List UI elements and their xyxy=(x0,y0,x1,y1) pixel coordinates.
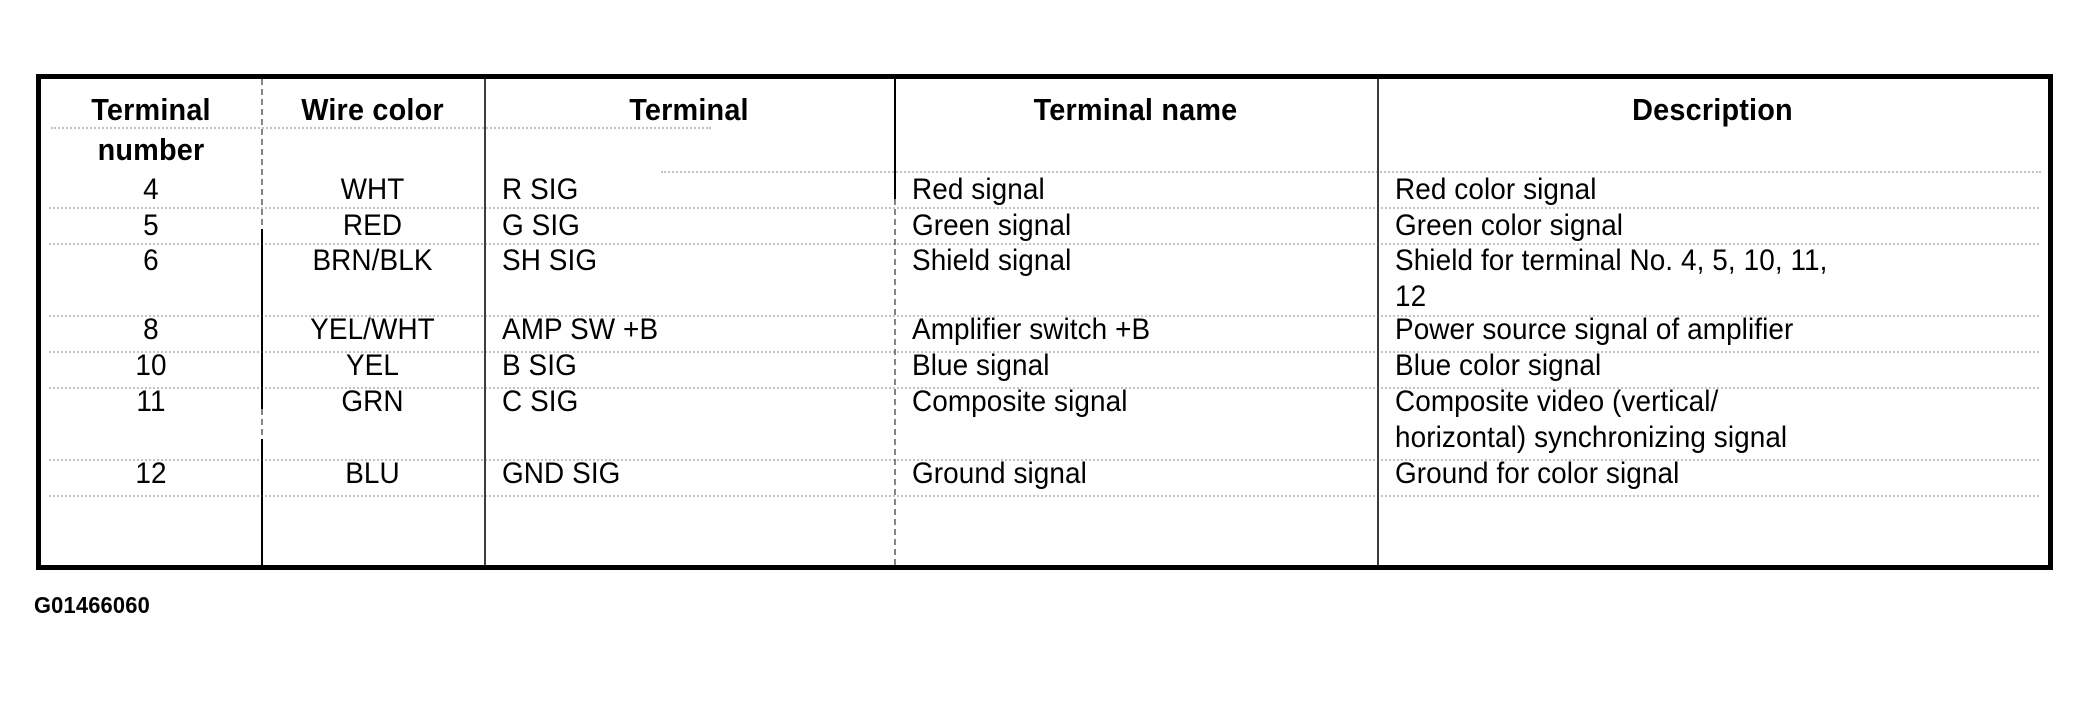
scan-artifact-line xyxy=(49,207,2039,209)
scan-artifact-line xyxy=(661,171,2041,173)
terminal-wiring-table: Terminal number Wire color Terminal Term… xyxy=(36,74,2053,570)
table-row: 4 xyxy=(143,173,159,206)
column-divider-3 xyxy=(894,79,896,565)
table-row: B SIG xyxy=(502,349,577,382)
table-row: 6 xyxy=(143,244,159,277)
column-divider-1-solid-seg-b xyxy=(261,439,263,569)
table-row: SH SIG xyxy=(502,244,598,277)
column-header-terminal-number-line2: number xyxy=(97,132,205,167)
column-header-wire-color: Wire color xyxy=(301,92,444,127)
table-row: RED xyxy=(342,209,403,242)
scan-artifact-line xyxy=(49,243,2039,245)
column-divider-4 xyxy=(1377,79,1379,565)
table-row: GRN xyxy=(341,385,404,418)
column-divider-2 xyxy=(484,79,486,565)
table-row: Ground signal xyxy=(912,457,1087,490)
scan-artifact-line xyxy=(49,315,2039,317)
table-row: R SIG xyxy=(502,173,579,206)
column-header-description: Description xyxy=(1632,92,1793,127)
scan-artifact-line xyxy=(49,459,2039,461)
table-row: Green color signal xyxy=(1395,209,1624,242)
figure-caption: G01466060 xyxy=(34,592,150,618)
table-row: Green signal xyxy=(912,209,1072,242)
table-row: Power source signal of amplifier xyxy=(1395,313,1794,346)
table-row: Red color signal xyxy=(1395,173,1597,206)
table-row: Composite video (vertical/ xyxy=(1395,385,1719,418)
table-row: Amplifier switch +B xyxy=(912,313,1151,346)
table-row: 10 xyxy=(135,349,167,382)
table-row: horizontal) synchronizing signal xyxy=(1395,421,1788,454)
table-row: Composite signal xyxy=(912,385,1128,418)
column-header-terminal-name: Terminal name xyxy=(1033,92,1238,127)
table-row: 5 xyxy=(143,209,159,242)
table-row: YEL xyxy=(345,349,400,382)
table-row: WHT xyxy=(340,173,405,206)
table-row: BRN/BLK xyxy=(312,244,433,277)
table-row: 12 xyxy=(1395,280,1427,313)
scan-artifact-line xyxy=(49,351,2039,353)
table-row: Blue signal xyxy=(912,349,1050,382)
table-row: GND SIG xyxy=(502,457,621,490)
column-divider-3-solid-seg xyxy=(894,79,896,199)
table-row: YEL/WHT xyxy=(310,313,435,346)
column-header-terminal: Terminal xyxy=(629,92,749,127)
table-row: AMP SW +B xyxy=(502,313,659,346)
scan-artifact-line xyxy=(49,495,2039,497)
table-grid: Terminal number Wire color Terminal Term… xyxy=(41,79,2048,569)
column-header-terminal-number-line1: Terminal xyxy=(91,92,211,127)
table-row: Shield signal xyxy=(912,244,1072,277)
scan-artifact-line xyxy=(51,127,711,129)
table-row: 11 xyxy=(136,385,166,418)
table-row: C SIG xyxy=(502,385,579,418)
table-row: BLU xyxy=(345,457,400,490)
table-row: Ground for color signal xyxy=(1395,457,1680,490)
table-row: Red signal xyxy=(912,173,1045,206)
table-row: Shield for terminal No. 4, 5, 10, 11, xyxy=(1395,244,1828,277)
scan-artifact-line xyxy=(49,387,2039,389)
table-row: 12 xyxy=(135,457,167,490)
table-row: Blue color signal xyxy=(1395,349,1602,382)
table-row: 8 xyxy=(143,313,159,346)
table-row: G SIG xyxy=(502,209,580,242)
column-divider-1-solid-seg xyxy=(261,229,263,409)
